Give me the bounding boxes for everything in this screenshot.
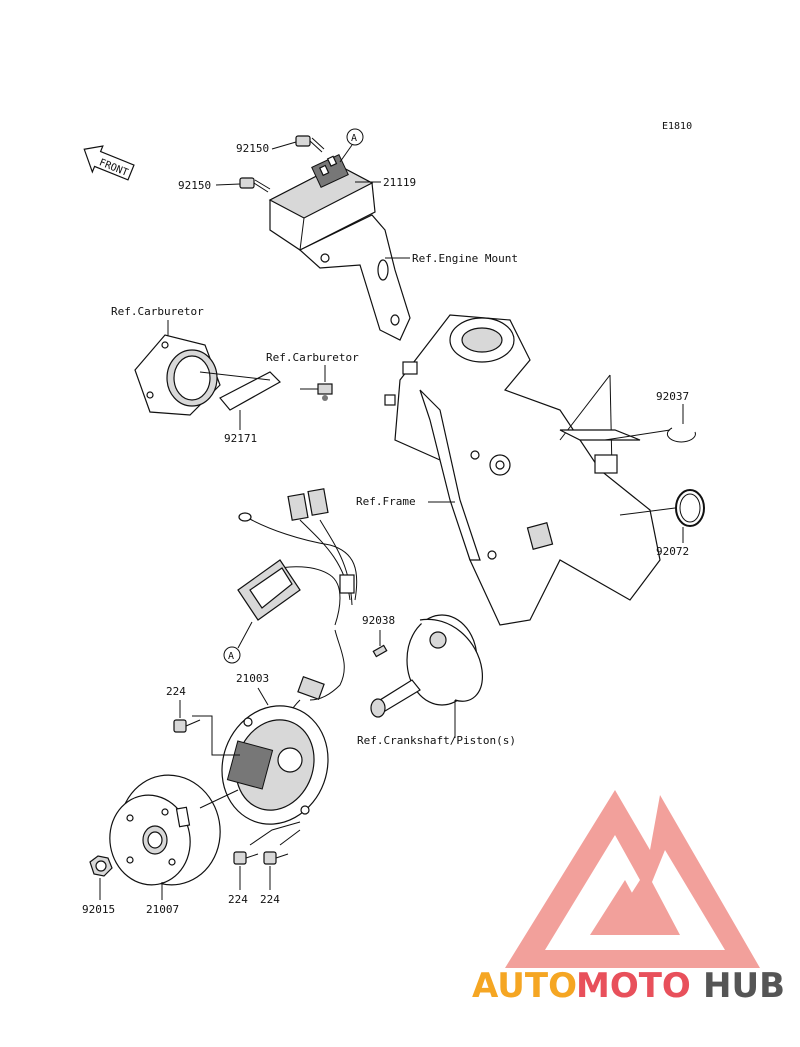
- watermark-logo: [505, 790, 760, 968]
- svg-text:A: A: [351, 133, 357, 144]
- label-ref-crankshaft: Ref.Crankshaft/Piston(s): [357, 734, 516, 747]
- label-band: 92171: [224, 432, 257, 445]
- label-stator: 21003: [236, 672, 269, 685]
- label-clamp-upper: 92037: [656, 390, 689, 403]
- screw-a: [233, 851, 259, 865]
- label-ref-carburetor-left: Ref.Carburetor: [111, 305, 204, 318]
- svg-text:HUB: HUB: [703, 966, 785, 1006]
- label-nut: 92015: [82, 903, 115, 916]
- wire-harness: [238, 488, 358, 731]
- label-ref-carburetor-right: Ref.Carburetor: [266, 351, 359, 364]
- label-stator-screw: 224: [166, 685, 186, 698]
- label-screw-b: 224: [260, 893, 280, 906]
- callout-a-bottom: A: [223, 621, 253, 664]
- label-ref-engine-mount: Ref.Engine Mount: [412, 252, 518, 265]
- frame: [384, 314, 661, 626]
- label-ref-frame: Ref.Frame: [356, 495, 416, 508]
- callout-a-top: A: [339, 128, 364, 163]
- label-cdi-unit: 21119: [383, 176, 416, 189]
- front-arrow-icon: FRONT: [83, 145, 135, 181]
- band: [199, 371, 281, 411]
- stator-screw: [173, 719, 201, 733]
- label-bolt-lower: 92150: [178, 179, 211, 192]
- nut: [89, 855, 113, 877]
- stator: [221, 705, 329, 825]
- cdi-unit: [268, 154, 376, 251]
- watermark-text: AUTO MOTO HUB: [472, 966, 785, 1006]
- screw-b: [263, 851, 289, 865]
- carburetor-screw: [300, 383, 333, 401]
- bolt-upper: [295, 135, 325, 153]
- bolt-lower: [239, 177, 271, 193]
- svg-text:AUTO: AUTO: [472, 966, 577, 1006]
- label-screw-a: 224: [228, 893, 248, 906]
- svg-text:MOTO: MOTO: [576, 966, 691, 1006]
- label-bolt-upper: 92150: [236, 142, 269, 155]
- svg-text:A: A: [228, 651, 234, 662]
- clamp-lower: [675, 489, 705, 527]
- engine-mount-bracket: [298, 214, 411, 341]
- label-flywheel: 21007: [146, 903, 179, 916]
- crankshaft: [370, 614, 483, 718]
- label-clamp-lower: 92072: [656, 545, 689, 558]
- wire-connector: [237, 559, 301, 621]
- key: [372, 644, 388, 658]
- clamp-upper: [666, 427, 696, 443]
- carburetor-flange: [134, 334, 221, 416]
- diagram-code: E1810: [662, 121, 692, 132]
- flywheel: [109, 774, 221, 886]
- label-key: 92038: [362, 614, 395, 627]
